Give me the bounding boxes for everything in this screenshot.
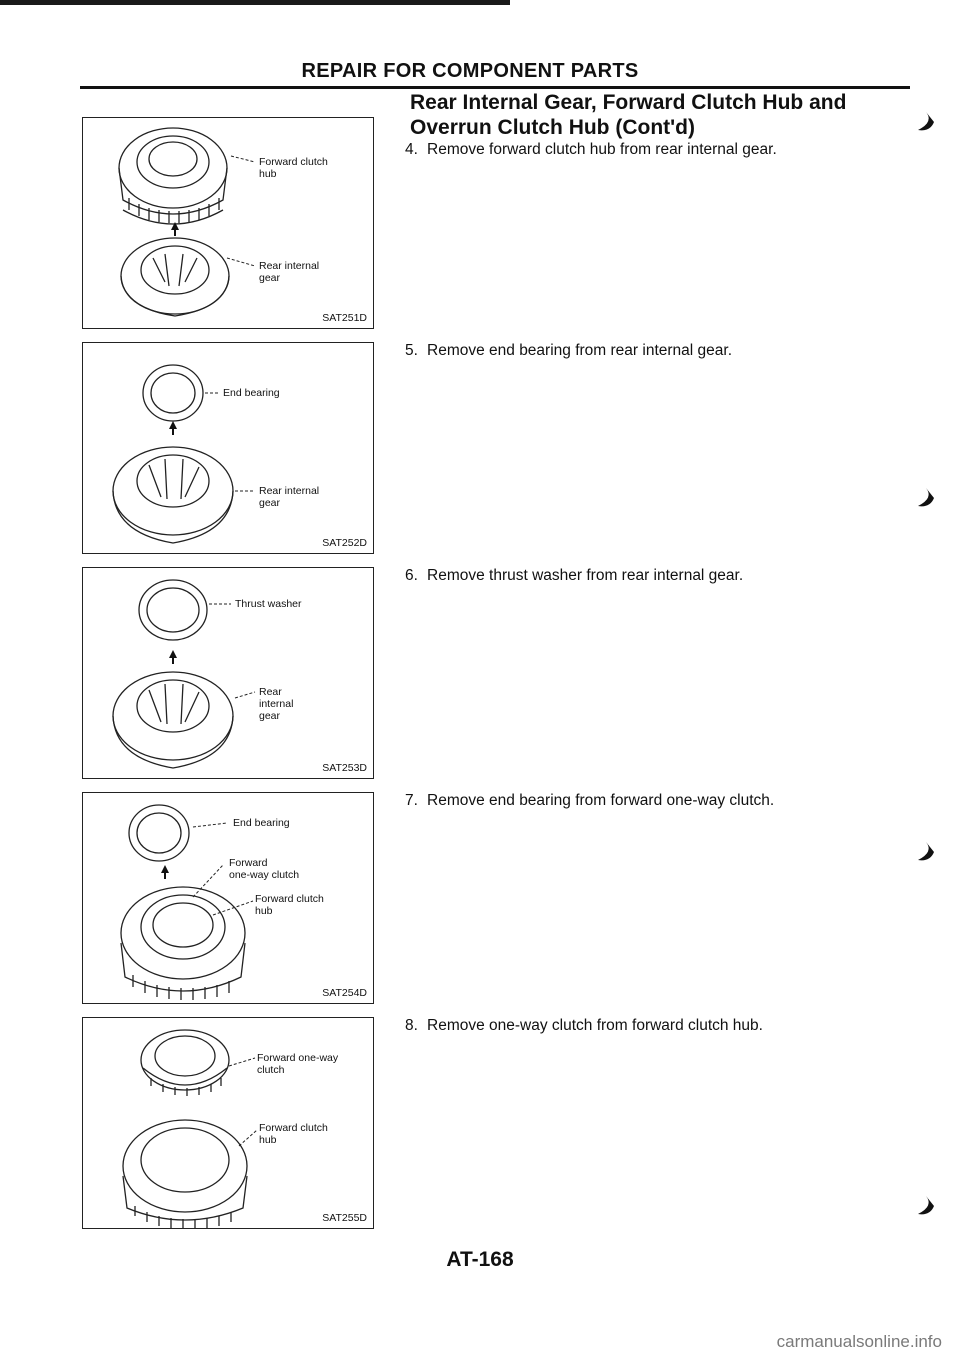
figure-sat252d: End bearing Rear internal gear SAT252D (82, 342, 374, 554)
step-5: 5.Remove end bearing from rear internal … (405, 342, 732, 359)
section-title: Rear Internal Gear, Forward Clutch Hub a… (410, 91, 847, 139)
figure-sat253d: Thrust washer Rear internal gear SAT253D (82, 567, 374, 779)
page-header: REPAIR FOR COMPONENT PARTS (301, 60, 639, 82)
figure-code: SAT251D (322, 312, 367, 324)
header-rule (80, 86, 910, 89)
step-6: 6.Remove thrust washer from rear interna… (405, 567, 744, 584)
label-forward-one-way-clutch: Forward one-way clutch (229, 857, 300, 881)
figure-sat251d: Forward clutch hub Rear internal gear SA… (82, 117, 374, 329)
bearing-over-gear-illustration (112, 364, 255, 544)
label-forward-clutch-hub: Forward clutch hub (259, 1122, 328, 1146)
label-end-bearing: End bearing (233, 817, 290, 829)
washer-over-gear-illustration (112, 579, 256, 769)
top-border-line (0, 0, 510, 5)
step-4: 4.Remove forward clutch hub from rear in… (405, 141, 777, 158)
label-rear-internal-gear: Rear internal gear (259, 686, 294, 722)
figure-code: SAT252D (322, 537, 367, 549)
page-number: AT-168 (446, 1248, 514, 1271)
figure-sat254d: End bearing Forward one-way clutch Forwa… (82, 792, 374, 1004)
one-way-clutch-over-hub-illustration (122, 1029, 258, 1228)
label-rear-internal-gear: Rear internal gear (259, 260, 320, 284)
label-forward-clutch-hub: Forward clutch hub (255, 893, 324, 917)
label-forward-one-way-clutch: Forward one-way clutch (257, 1052, 339, 1076)
label-rear-internal-gear: Rear internal gear (259, 485, 320, 509)
bearing-over-clutch-hub-illustration (120, 804, 254, 1000)
footer-watermark: carmanualsonline.info (776, 1332, 942, 1351)
label-thrust-washer: Thrust washer (235, 598, 302, 610)
label-end-bearing: End bearing (223, 387, 280, 399)
figure-sat255d: Forward one-way clutch Forward clutch hu… (82, 1017, 374, 1229)
figure-code: SAT253D (322, 762, 367, 774)
step-8: 8.Remove one-way clutch from forward clu… (405, 1017, 763, 1034)
figure-code: SAT255D (322, 1212, 367, 1224)
hub-over-gear-illustration (118, 127, 256, 317)
figure-code: SAT254D (322, 987, 367, 999)
step-7: 7.Remove end bearing from forward one-wa… (405, 792, 775, 809)
label-forward-clutch-hub: Forward clutch hub (259, 156, 328, 180)
